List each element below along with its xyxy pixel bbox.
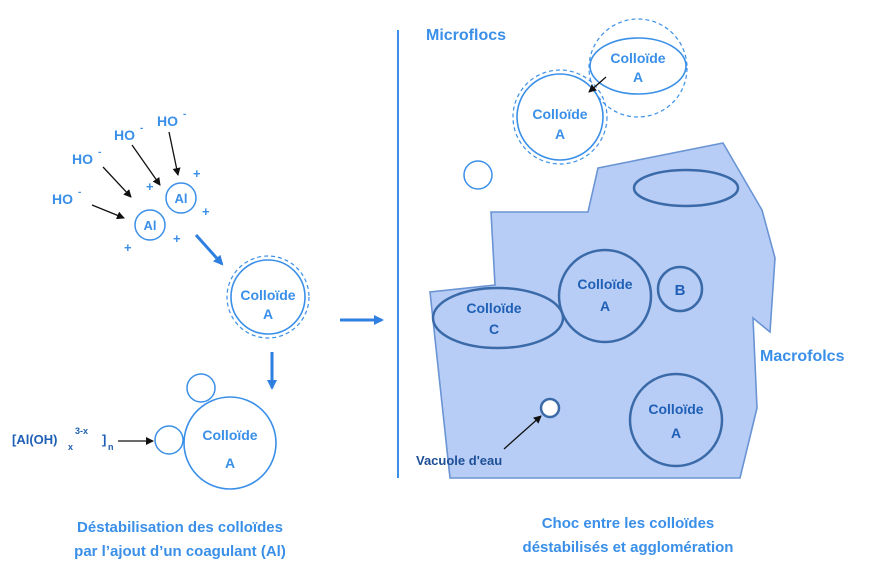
ho-label: HO bbox=[114, 127, 135, 143]
colloid-label-line2: C bbox=[489, 321, 499, 337]
adsorbed-layer-circle bbox=[588, 18, 688, 118]
left-caption-line1: Déstabilisation des colloïdes bbox=[77, 519, 283, 536]
ho-label: HO bbox=[157, 113, 178, 129]
colloid-label-line1: Colloïde bbox=[466, 300, 521, 316]
al-ion-circle bbox=[134, 209, 166, 241]
vacuole-label: Vacuole d'eau bbox=[416, 453, 502, 468]
microflocs-label: Microflocs bbox=[426, 27, 506, 44]
right-caption-line1: Choc entre les colloïdes bbox=[542, 515, 715, 532]
ho-charge: - bbox=[98, 147, 101, 158]
colloid-circle bbox=[183, 396, 277, 490]
microfloc-colloid-bottom: Colloïde A bbox=[512, 69, 608, 165]
colloid-label-line1: Colloïde bbox=[202, 427, 257, 443]
ho-charge: - bbox=[140, 123, 143, 134]
colloid-label-line1: Colloïde bbox=[577, 276, 632, 292]
adsorbed-layer-circle bbox=[226, 255, 310, 339]
hydroxide-ion-4: HO - bbox=[52, 187, 81, 207]
colloid-with-precipitate: Colloïde A bbox=[154, 373, 277, 490]
macrofloc-colloid-a-bottom: Colloïde A bbox=[628, 372, 724, 468]
colloid-label-line2: A bbox=[555, 126, 565, 142]
macrofloc-body bbox=[429, 142, 776, 479]
colloid-label-line1: Colloïde bbox=[532, 106, 587, 122]
macroflocs-label: Macrofolcs bbox=[760, 348, 845, 365]
adsorbed-layer-circle bbox=[512, 69, 608, 165]
water-vacuole bbox=[539, 397, 561, 419]
formula-main: [Al(OH) bbox=[12, 432, 58, 447]
ho-charge: - bbox=[78, 187, 81, 198]
colloid-circle bbox=[656, 265, 704, 313]
colloid-label-line1: Colloïde bbox=[240, 287, 295, 303]
al-label: Al bbox=[175, 191, 188, 206]
precipitate-circle-small bbox=[186, 373, 216, 403]
positive-charge: + bbox=[146, 179, 154, 194]
free-colloid-small bbox=[463, 160, 493, 190]
colloid-label: B bbox=[675, 282, 686, 299]
formula-sub-x: x bbox=[68, 442, 73, 452]
right-panel: Microflocs Colloïde A Colloïde A Colloïd… bbox=[416, 18, 845, 556]
ho-arrow-2 bbox=[168, 131, 181, 176]
macrofloc-colloid-c: Colloïde C bbox=[431, 286, 565, 350]
ho-arrow-3 bbox=[102, 166, 132, 198]
colloid-label-line2: A bbox=[671, 425, 681, 441]
right-caption-line2: déstabilisés et agglomération bbox=[523, 539, 734, 556]
colloid-label-line1: Colloïde bbox=[648, 401, 703, 417]
formula-sub-n: n bbox=[108, 442, 114, 452]
flow-arrow-to-colloid bbox=[194, 233, 224, 266]
collision-arrow bbox=[588, 76, 607, 93]
precipitate-circle-small bbox=[154, 425, 184, 455]
microfloc-colloid-top: Colloïde A bbox=[588, 18, 688, 118]
destabilized-colloid-a: Colloïde A bbox=[226, 255, 310, 339]
colloid-label-line2: A bbox=[263, 306, 273, 322]
vacuole-arrow bbox=[503, 415, 542, 450]
hydroxide-ion-2: HO - bbox=[157, 109, 186, 129]
al-ion-circle bbox=[165, 182, 197, 214]
aluminium-hydroxide-formula: [Al(OH) x 3-x ] n bbox=[12, 426, 114, 452]
left-caption-line2: par l’ajout d’un coagulant (Al) bbox=[74, 543, 286, 560]
al-label: Al bbox=[144, 218, 157, 233]
macrofloc-colloid-b: B bbox=[656, 265, 704, 313]
colloid-ellipse bbox=[589, 37, 687, 95]
positive-charge: + bbox=[173, 231, 181, 246]
colloid-label-line2: A bbox=[633, 69, 643, 85]
ho-arrow-1 bbox=[131, 144, 161, 186]
positive-charge: + bbox=[202, 204, 210, 219]
ho-label: HO bbox=[72, 151, 93, 167]
macrofloc-colloid-ellipse bbox=[632, 168, 740, 208]
colloid-circle bbox=[516, 73, 604, 161]
positive-charge: + bbox=[124, 240, 132, 255]
colloid-label-line2: A bbox=[225, 455, 235, 471]
left-panel: HO - HO - HO - HO - Al Al + + bbox=[12, 109, 310, 560]
colloid-circle bbox=[230, 259, 306, 335]
ho-label: HO bbox=[52, 191, 73, 207]
positive-charge: + bbox=[193, 166, 201, 181]
aluminium-ion-1: Al bbox=[165, 182, 197, 214]
colloid-label-line2: A bbox=[600, 298, 610, 314]
ho-arrow-4 bbox=[91, 204, 125, 220]
colloid-ellipse bbox=[431, 286, 565, 350]
formula-sup: 3-x bbox=[75, 426, 88, 436]
colloid-label-line1: Colloïde bbox=[610, 50, 665, 66]
formula-bracket: ] bbox=[102, 432, 106, 447]
hydroxide-ion-1: HO - bbox=[114, 123, 143, 143]
aluminium-ion-2: Al bbox=[134, 209, 166, 241]
colloid-circle bbox=[557, 248, 653, 344]
colloid-circle bbox=[628, 372, 724, 468]
macrofloc-colloid-a-center: Colloïde A bbox=[557, 248, 653, 344]
hydroxide-ion-3: HO - bbox=[72, 147, 101, 167]
ho-charge: - bbox=[183, 109, 186, 120]
